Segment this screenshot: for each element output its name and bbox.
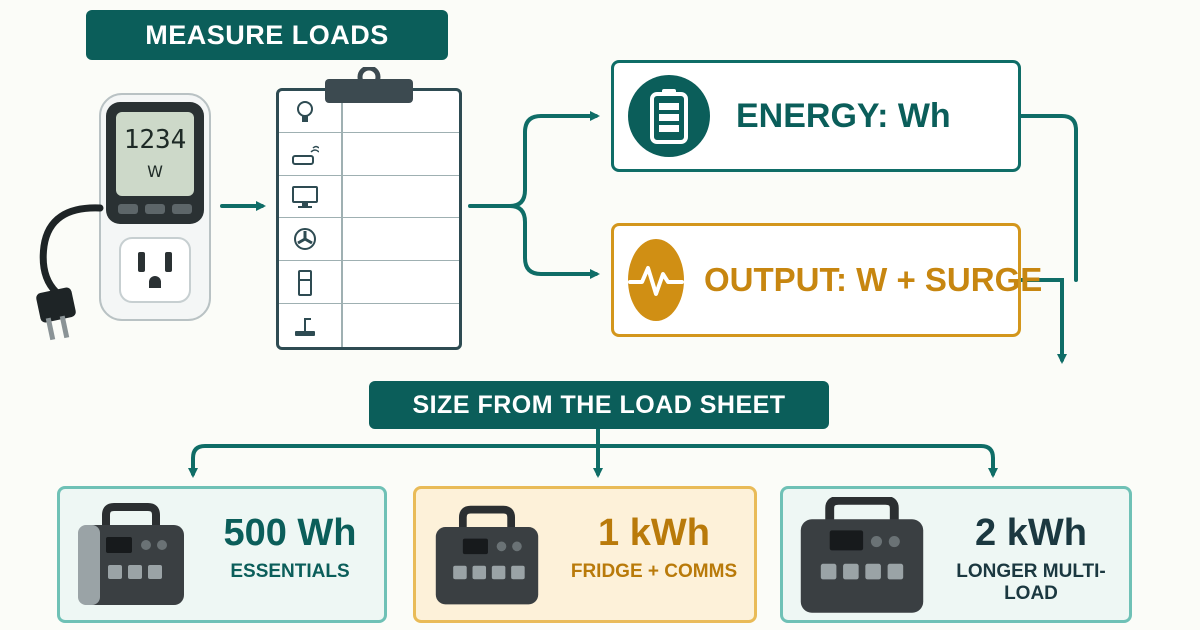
power-station-icon (800, 497, 924, 613)
energy-title: ENERGY: Wh (736, 96, 951, 135)
measure-loads-banner: MEASURE LOADS (86, 10, 448, 60)
monitor-icon (291, 184, 319, 210)
output-card: OUTPUT: W + SURGE (611, 223, 1042, 337)
fan-icon (291, 227, 319, 253)
option-card-500wh: 500 Wh ESSENTIALS (57, 486, 387, 623)
load-sheet-row (279, 219, 459, 262)
energy-card: ENERGY: Wh (611, 60, 1021, 172)
arrow-sheet-split (468, 111, 600, 208)
option-capacity: 2 kWh (975, 512, 1087, 554)
tool-icon (291, 313, 319, 339)
meter-unit: W (147, 162, 163, 181)
clipboard-clip-icon (325, 67, 413, 103)
option-card-2kwh: 2 kWh LONGER MULTI-LOAD (780, 486, 1132, 623)
fridge-icon (291, 269, 319, 296)
arrow-metrics-to-sizing (1019, 114, 1078, 282)
power-meter-icon: 1234 W (99, 93, 211, 321)
meter-reading: 1234 (124, 125, 187, 155)
lightbulb-icon (291, 99, 319, 125)
load-sheet-row (279, 305, 459, 347)
power-station-icon (78, 503, 184, 605)
option-label: LONGER MULTI-LOAD (956, 561, 1106, 604)
router-icon (291, 142, 320, 168)
load-sheet-row (279, 262, 459, 304)
option-capacity: 500 Wh (223, 512, 357, 554)
plug-cord-icon (36, 204, 104, 341)
power-station-icon (435, 505, 539, 605)
load-sheet-row (279, 134, 459, 176)
load-sheet-row (279, 176, 459, 219)
pulse-icon (628, 239, 684, 321)
load-sheet-clipboard (276, 88, 462, 350)
size-from-load-sheet-banner: SIZE FROM THE LOAD SHEET (369, 381, 829, 429)
option-capacity: 1 kWh (598, 512, 710, 554)
load-sheet-row (279, 91, 459, 133)
battery-icon (628, 75, 710, 157)
option-label: ESSENTIALS (230, 561, 350, 582)
option-card-1kwh: 1 kWh FRIDGE + COMMS (413, 486, 757, 623)
option-label: FRIDGE + COMMS (570, 561, 738, 582)
output-title: OUTPUT: W + SURGE (704, 261, 1043, 298)
